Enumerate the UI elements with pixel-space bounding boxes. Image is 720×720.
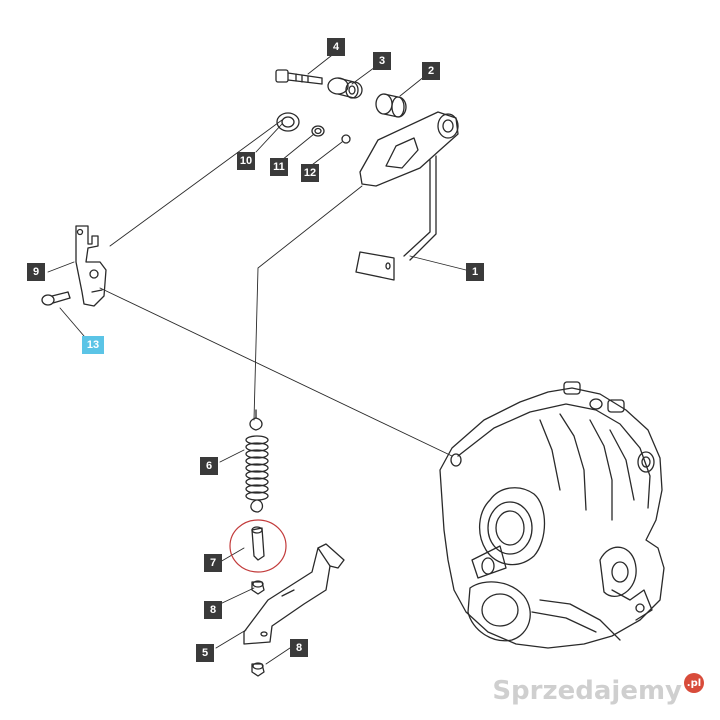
watermark-brand: Sprzedajemy	[492, 676, 682, 706]
callout-12: 12	[301, 164, 319, 182]
callout-6: 6	[200, 457, 218, 475]
part-spring-6	[245, 409, 269, 513]
watermark: Sprzedajemy .pl	[492, 673, 704, 706]
callout-13: 13	[82, 336, 104, 354]
callout-11: 11	[270, 158, 288, 176]
part-bolt-4	[275, 69, 323, 85]
callout-9: 9	[27, 263, 45, 281]
part-pedal-1	[355, 111, 459, 281]
callout-1: 1	[466, 263, 484, 281]
part-lever-9	[75, 225, 107, 307]
callout-8-lower: 8	[290, 639, 308, 657]
watermark-suffix: .pl	[684, 673, 704, 693]
part-bushing-2	[375, 93, 407, 118]
part-screw-13	[41, 291, 71, 306]
highlight-circle	[229, 519, 287, 573]
callout-4: 4	[327, 38, 345, 56]
callout-3: 3	[373, 52, 391, 70]
part-pin-7	[251, 526, 265, 561]
callout-10: 10	[237, 152, 255, 170]
leader-lines	[47, 51, 467, 665]
part-sleeve-3	[327, 77, 363, 99]
part-nut-8-upper	[251, 580, 265, 595]
callout-7: 7	[204, 554, 222, 572]
transmission-housing	[439, 381, 665, 649]
callout-2: 2	[422, 62, 440, 80]
part-bracket-5	[243, 543, 345, 645]
callout-5: 5	[196, 644, 214, 662]
part-washer-11	[311, 125, 325, 137]
part-nut-10	[276, 112, 300, 132]
part-ring-12	[341, 134, 351, 144]
part-nut-8-lower	[251, 662, 265, 677]
callout-8-upper: 8	[204, 601, 222, 619]
